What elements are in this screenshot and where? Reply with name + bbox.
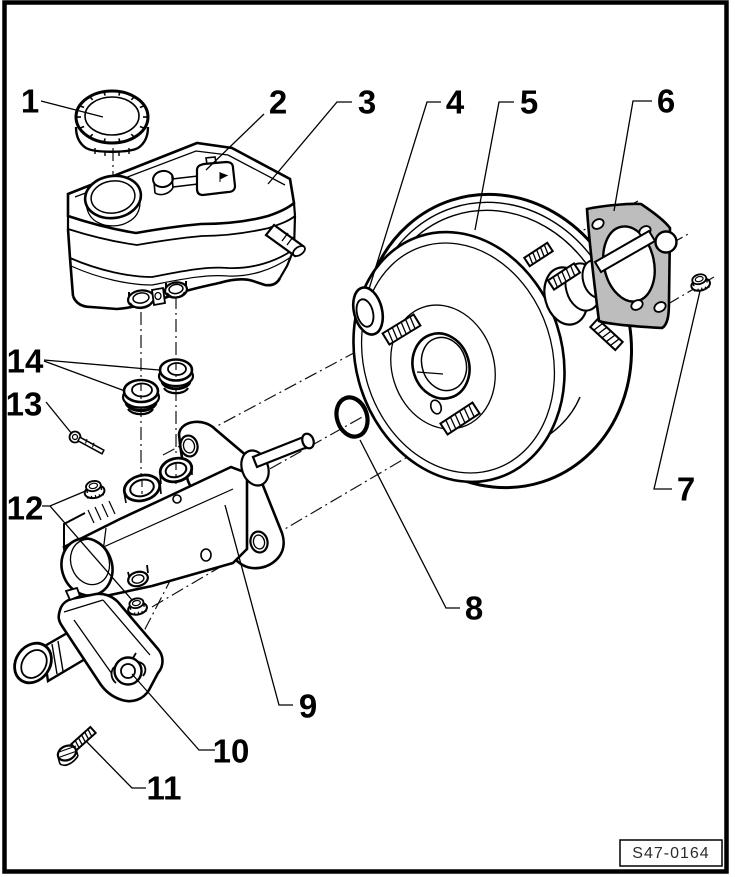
connector-symbol-icon xyxy=(219,172,229,182)
callout-1: 1 xyxy=(21,83,39,120)
callout-10: 10 xyxy=(213,733,250,770)
leader-6 xyxy=(613,100,652,212)
leader-1 xyxy=(40,100,104,118)
callout-leader-lines xyxy=(40,100,701,789)
callout-labels: 1 2 3 4 5 6 7 8 9 10 11 12 13 14 xyxy=(6,83,696,807)
leader-3 xyxy=(267,101,352,185)
leader-14 xyxy=(43,359,160,392)
nut-drawing xyxy=(127,597,148,616)
o-ring-drawing xyxy=(334,395,370,439)
figure-code-box: S47-0164 xyxy=(619,839,723,867)
leader-4 xyxy=(368,101,441,290)
cylinder-nuts-drawing xyxy=(83,480,148,616)
filler-neck xyxy=(83,174,143,227)
reservoir-tab xyxy=(150,286,167,307)
callout-12: 12 xyxy=(7,490,44,527)
pin-drawing xyxy=(68,430,105,455)
booster-mounting-studs xyxy=(381,241,625,436)
callout-6: 6 xyxy=(657,83,675,120)
fluid-reservoir-drawing xyxy=(66,141,306,311)
callout-5: 5 xyxy=(520,84,538,121)
sender-connector xyxy=(195,160,237,197)
level-sender-drawing xyxy=(152,156,237,197)
booster-seal-drawing xyxy=(351,286,385,336)
callout-13: 13 xyxy=(6,386,43,423)
callout-9: 9 xyxy=(299,688,317,725)
callout-3: 3 xyxy=(358,84,376,121)
reservoir-ports xyxy=(126,281,189,310)
brake-booster-drawing xyxy=(351,192,634,490)
screw-drawing xyxy=(56,725,98,767)
callout-4: 4 xyxy=(446,84,465,121)
callout-14: 14 xyxy=(7,343,44,380)
figure-code: S47-0164 xyxy=(632,845,709,862)
axis-overlay-dashes xyxy=(140,363,177,494)
leader-10 xyxy=(131,673,215,751)
reservoir-cap-drawing xyxy=(74,89,150,156)
leader-7 xyxy=(653,290,701,490)
leader-12 xyxy=(42,489,133,601)
leader-2 xyxy=(205,113,265,171)
mounting-nut-drawing xyxy=(690,273,711,292)
nut-drawing xyxy=(83,480,106,500)
callout-2: 2 xyxy=(269,84,287,121)
nut-drawing xyxy=(690,273,711,292)
booster-push-rod-drawing xyxy=(593,229,678,274)
master-cylinder-drawing xyxy=(60,420,315,600)
leader-9 xyxy=(224,504,293,706)
leader-8 xyxy=(359,439,460,609)
leader-13 xyxy=(45,401,73,435)
callout-8: 8 xyxy=(465,590,483,627)
leader-5 xyxy=(474,101,514,231)
callout-11: 11 xyxy=(147,770,182,807)
leader-11 xyxy=(85,740,146,789)
callout-7: 7 xyxy=(677,471,695,508)
